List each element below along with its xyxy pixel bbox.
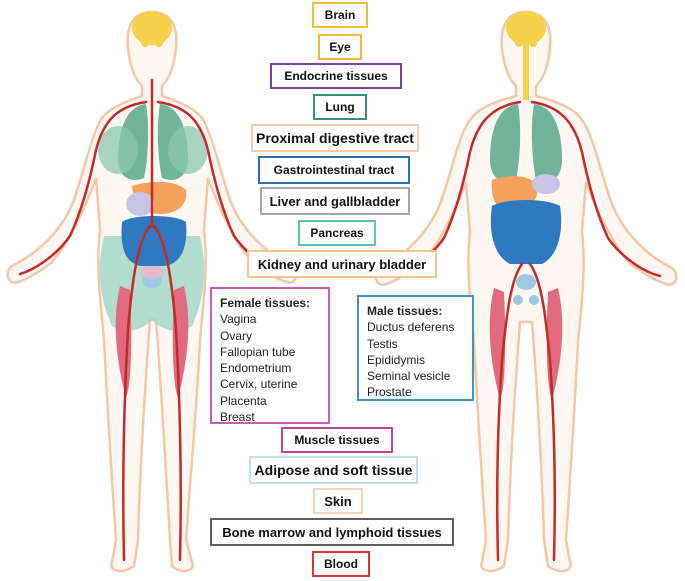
female-tissue-item: Cervix, uterine bbox=[220, 377, 298, 392]
label-muscle-tissues: Muscle tissues bbox=[281, 427, 393, 453]
male-eye-left bbox=[515, 39, 523, 47]
male-tissue-item: Prostate bbox=[367, 385, 412, 400]
male-spinal-cord bbox=[523, 44, 529, 100]
label-eye: Eye bbox=[318, 34, 362, 60]
male-bladder bbox=[516, 274, 536, 290]
female-eye-right bbox=[155, 39, 163, 47]
label-lung: Lung bbox=[313, 94, 367, 120]
label-pancreas: Pancreas bbox=[298, 220, 376, 246]
female-tissue-item: Vagina bbox=[220, 312, 257, 327]
female-muscle-right bbox=[172, 286, 189, 398]
male-stomach bbox=[532, 174, 560, 194]
male-tissue-item: Ductus deferens bbox=[367, 320, 455, 335]
label-adipose-and-soft-tissue: Adipose and soft tissue bbox=[249, 456, 418, 484]
male-gi-tract bbox=[490, 200, 562, 264]
male-body-outline bbox=[374, 10, 678, 573]
female-body bbox=[6, 10, 298, 573]
female-muscle-left bbox=[115, 286, 132, 398]
male-tissue-item: Testis bbox=[367, 336, 398, 351]
female-tissue-item: Endometrium bbox=[220, 361, 292, 376]
male-eye-right bbox=[529, 39, 537, 47]
female-tissue-item: Fallopian tube bbox=[220, 344, 296, 359]
male-body bbox=[374, 10, 678, 573]
label-blood: Blood bbox=[312, 551, 370, 577]
female-uterus bbox=[140, 266, 164, 278]
female-tissue-item: Ovary bbox=[220, 328, 253, 343]
female-breast-right bbox=[168, 126, 208, 174]
female-tissues-title: Female tissues: bbox=[220, 296, 311, 310]
male-tissue-item: Epididymis bbox=[367, 352, 426, 367]
female-eye-left bbox=[141, 39, 149, 47]
male-lung-right bbox=[531, 104, 562, 182]
male-tissues-title: Male tissues: bbox=[367, 304, 443, 318]
label-kidney-and-urinary-bladder: Kidney and urinary bladder bbox=[247, 250, 437, 278]
label-endocrine-tissues: Endocrine tissues bbox=[270, 63, 402, 89]
male-tissues-box: Male tissues: Ductus deferens Testis Epi… bbox=[357, 295, 474, 401]
female-stomach bbox=[126, 192, 154, 216]
female-tissue-item: Placenta bbox=[220, 393, 267, 408]
male-brain bbox=[506, 11, 546, 45]
male-tissue-item: Seminal vesicle bbox=[367, 369, 451, 384]
female-gi-tract bbox=[121, 216, 187, 266]
label-gastrointestinal-tract: Gastrointestinal tract bbox=[258, 156, 410, 184]
label-proximal-digestive-tract: Proximal digestive tract bbox=[251, 124, 419, 152]
female-tissue-item: Breast bbox=[220, 410, 255, 425]
label-liver-and-gallbladder: Liver and gallbladder bbox=[260, 187, 410, 215]
female-brain bbox=[132, 11, 172, 45]
label-bone-marrow-and-lymphoid-tissues: Bone marrow and lymphoid tissues bbox=[210, 518, 454, 546]
male-testis-left bbox=[513, 295, 523, 305]
label-skin: Skin bbox=[313, 488, 363, 514]
female-tissues-box: Female tissues: Vagina Ovary Fallopian t… bbox=[210, 287, 330, 424]
female-breast-left bbox=[98, 126, 138, 174]
label-brain: Brain bbox=[312, 2, 368, 28]
male-lung-left bbox=[490, 104, 521, 182]
male-testis-right bbox=[529, 295, 539, 305]
